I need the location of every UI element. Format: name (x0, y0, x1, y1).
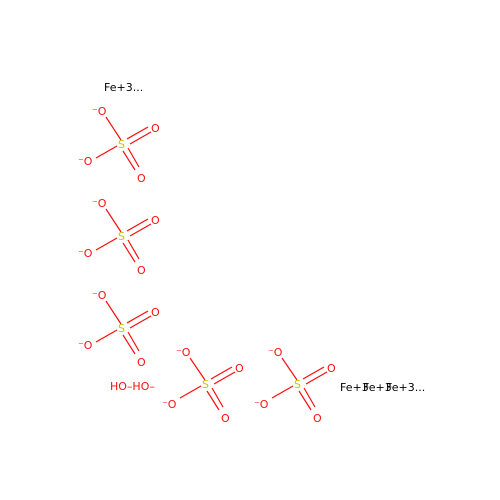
oxygen-double-bottom: O (137, 356, 146, 369)
s-o-top-bond (105, 300, 122, 325)
sulfur-atom: S (294, 378, 301, 391)
s-o-left-bond (179, 385, 202, 399)
s-o-right-double-bond-b (213, 371, 236, 385)
s-o-right-double-bond-a (126, 218, 149, 232)
oxygen-double-right: O (151, 306, 160, 319)
iron-cation-label-3: Fe+3... (386, 381, 425, 394)
hydrogen-peroxide-label: HO–HO– (110, 380, 155, 393)
sulfur-atom: S (118, 230, 125, 243)
s-o-right-double-bond-a (210, 366, 233, 380)
oxygen-anion-top: ⁻O (268, 346, 283, 359)
s-o-right-double-bond-b (129, 223, 152, 237)
oxygen-double-bottom: O (313, 412, 322, 425)
s-o-left-bond (95, 237, 118, 251)
s-o-right-double-bond-b (129, 315, 152, 329)
s-o-bottom-double-bond-b (211, 387, 224, 408)
s-o-bottom-double-bond-a (298, 390, 312, 411)
s-o-right-double-bond-a (126, 126, 149, 140)
iron-cation-label-1: Fe+3 (340, 381, 369, 394)
sulfate-group-5: ⁻O ⁻O S O O (254, 346, 336, 425)
s-o-bottom-double-bond-a (122, 150, 136, 171)
sulfate-group-2: ⁻O ⁻O S O O (78, 197, 160, 277)
s-o-top-bond (189, 357, 206, 381)
oxygen-anion-left: ⁻O (78, 155, 93, 168)
s-o-bottom-double-bond-a (122, 242, 136, 263)
oxygen-anion-left: ⁻O (78, 247, 93, 260)
s-o-top-bond (281, 357, 298, 381)
oxygen-double-right: O (151, 214, 160, 227)
s-o-left-bond (271, 385, 294, 399)
oxygen-anion-top: ⁻O (92, 105, 107, 118)
s-o-right-double-bond-b (305, 371, 328, 385)
iron-cation-label-2: Fe+3 (363, 381, 392, 394)
oxygen-double-right: O (235, 362, 244, 375)
sulfate-3-bonds (95, 300, 152, 355)
sulfate-group-3: ⁻O ⁻O S O O (78, 289, 160, 369)
s-o-bottom-double-bond-b (127, 147, 140, 168)
sulfur-atom: S (118, 138, 125, 151)
s-o-bottom-double-bond-a (122, 334, 136, 355)
s-o-bottom-double-bond-b (127, 331, 140, 352)
oxygen-anion-left: ⁻O (254, 398, 269, 411)
s-o-bottom-double-bond-b (303, 387, 316, 408)
sulfur-atom: S (202, 378, 209, 391)
s-o-left-bond (95, 329, 118, 343)
sulfate-2-bonds (95, 208, 152, 263)
oxygen-double-bottom: O (221, 412, 230, 425)
sulfate-4-bonds (179, 357, 236, 411)
s-o-top-bond (105, 208, 122, 233)
oxygen-double-right: O (327, 362, 336, 375)
sulfate-1-bonds (95, 116, 152, 171)
oxygen-anion-top: ⁻O (92, 289, 107, 302)
s-o-bottom-double-bond-a (206, 390, 220, 411)
s-o-bottom-double-bond-b (127, 239, 140, 260)
oxygen-double-right: O (151, 122, 160, 135)
s-o-right-double-bond-b (129, 131, 152, 145)
oxygen-anion-top: ⁻O (92, 197, 107, 210)
oxygen-anion-top: ⁻O (176, 346, 191, 359)
oxygen-double-bottom: O (137, 264, 146, 277)
sulfate-group-1: ⁻O ⁻O S O O (78, 105, 160, 185)
s-o-right-double-bond-a (302, 366, 325, 380)
s-o-left-bond (95, 145, 118, 159)
s-o-top-bond (105, 116, 122, 141)
sulfate-5-bonds (271, 357, 328, 411)
sulfate-group-4: ⁻O ⁻O S O O (162, 346, 244, 425)
sulfur-atom: S (118, 322, 125, 335)
iron-cation-label: Fe+3... (104, 81, 143, 94)
oxygen-double-bottom: O (137, 172, 146, 185)
s-o-right-double-bond-a (126, 310, 149, 324)
oxygen-anion-left: ⁻O (162, 398, 177, 411)
oxygen-anion-left: ⁻O (78, 339, 93, 352)
